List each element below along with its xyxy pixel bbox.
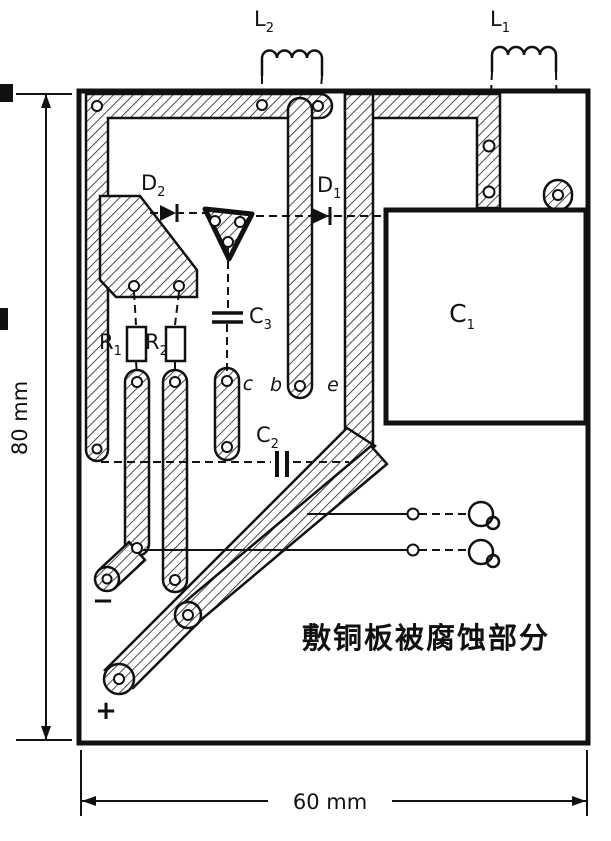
scan-artifact: [0, 84, 13, 102]
connector-plug: [467, 500, 495, 528]
diode-symbol: [312, 208, 329, 224]
pad-hole: [482, 185, 496, 199]
coil-symbol: [260, 49, 324, 76]
capacitor-c2: C2: [256, 423, 289, 477]
copper-top-left-rail: [84, 92, 334, 463]
pad-hole: [173, 280, 185, 292]
pad-hole: [91, 443, 103, 455]
capacitor-c3: C3: [212, 304, 272, 333]
pad-hole: [234, 216, 246, 228]
pad-holes: [91, 99, 564, 685]
capacitor-c1: C1: [383, 207, 589, 426]
pad-hole: [169, 376, 181, 388]
label-d1: D1: [317, 173, 341, 202]
arrow-down-icon: [41, 726, 51, 740]
r1-lead: [133, 291, 137, 326]
label-c3: C3: [249, 304, 272, 333]
resistor-r1: R1: [99, 325, 148, 363]
copper-strip-r2: [161, 368, 189, 594]
pad-hole: [209, 215, 221, 227]
terminal-circle: [406, 543, 420, 557]
pin-label-e: e: [327, 374, 339, 396]
label-r2: R2: [145, 330, 168, 359]
terminal-circle: [406, 507, 420, 521]
diode-d1: D1: [312, 173, 341, 225]
arrow-right-icon: [572, 796, 586, 806]
pad-hole: [169, 574, 181, 586]
pad-hole: [101, 573, 113, 585]
pad-hole: [256, 99, 268, 111]
height-dimension-label: 80 mm: [8, 381, 32, 455]
pin-label-c: c: [243, 373, 254, 395]
dimension-height: 80 mm: [8, 93, 72, 741]
arrow-left-icon: [82, 796, 96, 806]
figure-caption: 敷铜板被腐蚀部分: [302, 621, 550, 655]
r1-lead: [135, 361, 138, 375]
label-l2: L2: [254, 7, 274, 36]
copper-emitter-band: [343, 92, 375, 448]
connector-plug-tip: [485, 515, 501, 531]
pad-hole: [182, 609, 194, 621]
connector-plug-tip: [485, 553, 501, 569]
label-c2: C2: [256, 423, 279, 452]
label-c1: C1: [449, 299, 475, 333]
diode-symbol: [160, 205, 176, 221]
inductor-l2: L2: [254, 7, 324, 101]
dimension-width: 60 mm: [80, 750, 588, 816]
r2-lead: [174, 291, 180, 326]
capacitor-c1-outline: [383, 207, 589, 426]
pad-hole: [222, 236, 234, 248]
resistor-r2: R2: [145, 325, 187, 363]
pad-hole: [91, 100, 103, 112]
label-l1: L1: [490, 7, 510, 36]
pin-label-b: b: [270, 374, 282, 396]
width-dimension-label: 60 mm: [293, 790, 367, 814]
pad-hole: [131, 542, 143, 554]
scan-artifact: [0, 308, 8, 330]
pad-hole: [552, 189, 564, 201]
pad-hole: [128, 280, 140, 292]
diode-d2: D2: [141, 171, 179, 222]
pad-hole: [221, 375, 233, 387]
label-d2: D2: [141, 171, 165, 200]
label-r1: R1: [99, 330, 122, 359]
connector-plug: [467, 538, 495, 566]
pad-hole: [482, 139, 496, 153]
pad-hole: [221, 441, 233, 453]
pad-hole: [113, 673, 125, 685]
pad-hole: [294, 380, 306, 392]
pad-hole: [131, 376, 143, 388]
resistor-body: [125, 325, 148, 363]
resistor-body: [164, 325, 187, 363]
copper-patch: [98, 194, 199, 299]
pad-hole: [312, 100, 324, 112]
coil-symbol: [490, 45, 558, 72]
minus-label: −: [92, 586, 114, 616]
plus-label: +: [95, 696, 117, 726]
arrow-up-icon: [41, 94, 51, 108]
output-terminals: [406, 500, 501, 569]
copper-strip-b: [286, 96, 314, 400]
